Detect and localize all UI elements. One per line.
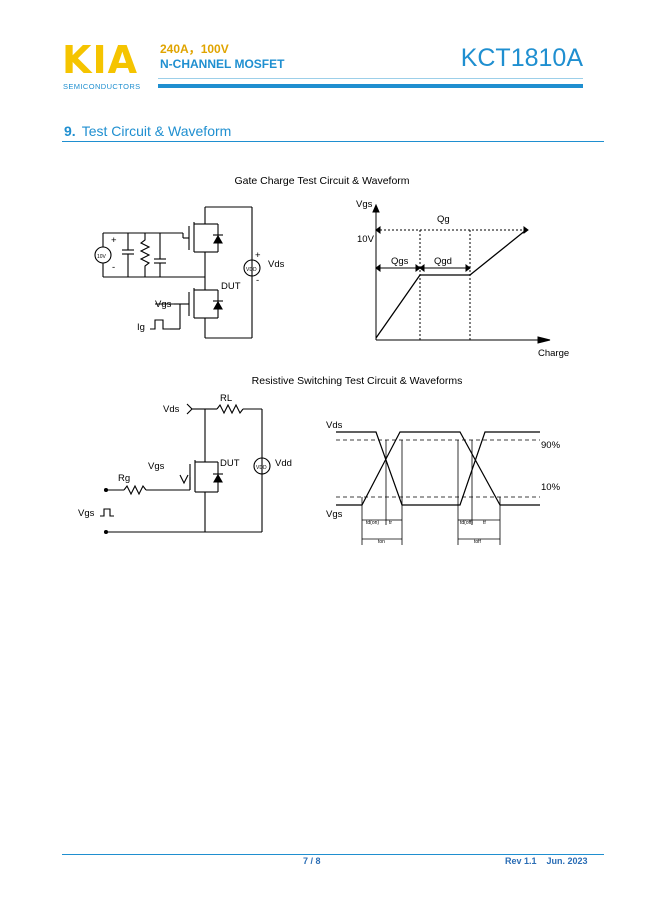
right-minus-sign: -	[256, 275, 259, 286]
vdd-label: Vdd	[275, 458, 292, 469]
left-plus-sign: +	[111, 235, 117, 246]
vdd-source-label: VDD	[256, 465, 267, 471]
section-heading: 9. Test Circuit & Waveform	[64, 123, 231, 139]
switching-waveform-labels: Vds Vgs 90% 10% td(on) tr ton td(off) tf…	[326, 420, 561, 545]
figure1-title: Gate Charge Test Circuit & Waveform	[234, 175, 409, 187]
header-divider-thin	[158, 78, 583, 79]
resistive-switching-circuit	[100, 403, 271, 535]
revision-date: Jun. 2023	[546, 856, 588, 866]
resistive-switching-circuit-labels: Vds RL DUT Vgs Rg Vdd Vgs VDD	[78, 393, 292, 519]
dut2-label: DUT	[220, 458, 240, 469]
left-source-label: 10V	[97, 254, 107, 260]
page-number: 7 / 8	[303, 856, 321, 866]
vgs-label: Vgs	[155, 299, 172, 310]
tr-label: tr	[389, 520, 392, 526]
waveform-x-axis-label: Charge	[538, 348, 569, 359]
figure2-title: Resistive Switching Test Circuit & Wavef…	[252, 375, 463, 387]
switching-waveform	[336, 431, 540, 545]
tf-label: tf	[483, 520, 486, 526]
ig-label: Ig	[137, 322, 145, 333]
pct-low-label: 10%	[541, 482, 561, 493]
right-plus-sign: +	[255, 250, 261, 261]
td-off-label: td(off)	[460, 520, 473, 526]
company-logo: KIA	[62, 38, 138, 82]
header-divider-bar	[158, 84, 583, 88]
part-number: KCT1810A	[460, 44, 583, 72]
revision-info: Rev 1.1 Jun. 2023	[505, 856, 588, 866]
qgs-label: Qgs	[391, 256, 409, 267]
footer-divider	[62, 854, 604, 855]
dut-label: DUT	[221, 281, 241, 292]
vds-terminal-label: Vds	[163, 404, 180, 415]
gate-charge-waveform	[372, 203, 551, 344]
section-title: Test Circuit & Waveform	[81, 123, 232, 139]
vds-waveform-label: Vds	[326, 420, 343, 431]
vgs-waveform-label: Vgs	[326, 509, 343, 520]
waveform-y-axis-label: Vgs	[356, 199, 373, 210]
left-minus-sign: -	[112, 262, 115, 273]
toff-label: toff	[474, 539, 481, 545]
rl-label: RL	[220, 393, 232, 404]
rg-label: Rg	[118, 473, 130, 484]
gate-charge-circuit-labels: 10V VDD + - + - Vds DUT Vgs Ig	[97, 235, 285, 333]
td-on-label: td(on)	[366, 520, 379, 526]
section-divider	[62, 141, 604, 142]
right-source-label: VDD	[246, 267, 257, 273]
revision: Rev 1.1	[505, 856, 537, 866]
spec-type: N-CHANNEL MOSFET	[160, 57, 285, 71]
gate-charge-waveform-labels: Vgs Charge 10V Qg Qgs Qgd	[356, 199, 569, 359]
vds-label: Vds	[268, 259, 285, 270]
pct-high-label: 90%	[541, 440, 561, 451]
vgs-gate-label: Vgs	[148, 461, 165, 472]
gate-charge-circuit	[94, 206, 261, 339]
ton-label: ton	[378, 539, 385, 545]
vgs-pulse-label: Vgs	[78, 508, 95, 519]
qgd-label: Qgd	[434, 256, 452, 267]
section-number: 9.	[64, 123, 76, 139]
company-logo-subtitle: SEMICONDUCTORS	[63, 82, 141, 91]
spec-rating: 240A，100V	[160, 42, 229, 56]
waveform-level-label: 10V	[357, 234, 375, 245]
qg-label: Qg	[437, 214, 450, 225]
